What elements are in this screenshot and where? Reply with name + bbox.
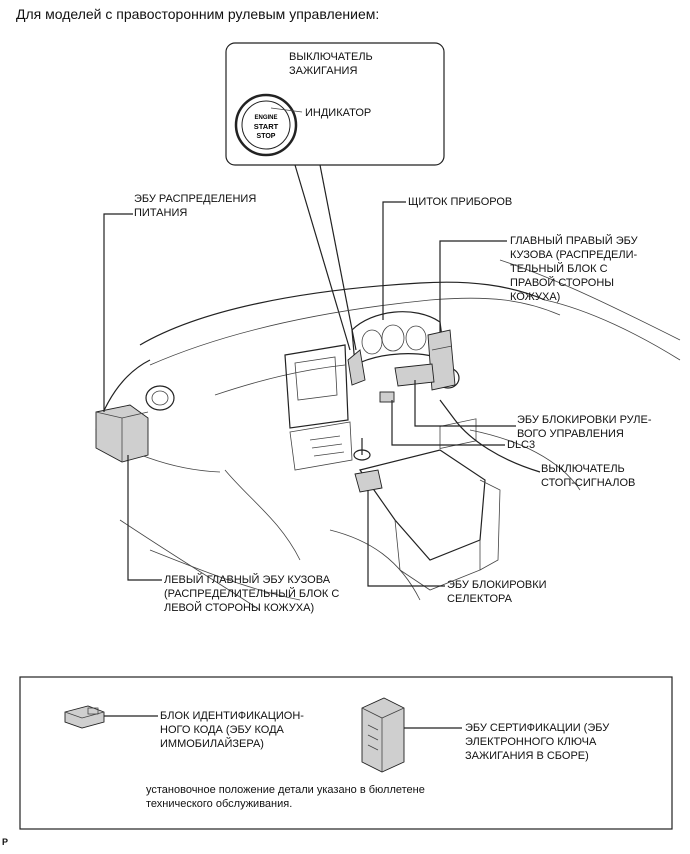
legend-label-id-code-box: БЛОК ИДЕНТИФИКАЦИОН- НОГО КОДА (ЭБУ КОДА… (160, 710, 304, 750)
label-dlc3: DLC3 (507, 439, 536, 451)
certification-ecu-icon (361, 697, 405, 773)
dashboard-illustration (95, 259, 681, 611)
indicator-leader (270, 107, 303, 113)
leader-instrument-panel (382, 201, 406, 320)
label-shift-lock-ecu: ЭБУ БЛОКИРОВКИ СЕЛЕКТОРА (447, 579, 547, 605)
leader-main-right-body-ecu (439, 240, 507, 332)
page-heading: Для моделей с правосторонним рулевым упр… (16, 6, 380, 22)
power-distribution-ecu-icon (95, 404, 149, 463)
page-code: P (2, 837, 9, 847)
label-left-main-body-ecu: ЛЕВЫЙ ГЛАВНЫЙ ЭБУ КУЗОВА (РАСПРЕДЕЛИТЕЛЬ… (164, 574, 340, 614)
shift-lock-ecu-icon (354, 469, 383, 493)
leader-stop-light-switch (439, 399, 541, 473)
id-code-box-icon (64, 705, 105, 729)
start-stop-button-icon: ENGINE START STOP (234, 93, 298, 157)
callout-pointer-right (319, 164, 357, 351)
steering-lock-ecu-icon (394, 363, 435, 387)
ignition-callout-box (225, 42, 445, 166)
label-power-dist-ecu: ЭБУ РАСПРЕДЕЛЕНИЯ ПИТАНИЯ (134, 193, 257, 219)
leader-steering-lock-ecu (414, 380, 516, 427)
button-text-engine: ENGINE (254, 115, 277, 121)
leader-power-dist-ecu (103, 213, 133, 412)
button-text-stop: STOP (257, 133, 276, 140)
label-main-right-body-ecu: ГЛАВНЫЙ ПРАВЫЙ ЭБУ КУЗОВА (РАСПРЕДЕЛИ- Т… (510, 235, 638, 303)
legend-box (19, 676, 673, 830)
dlc3-icon (379, 391, 395, 403)
legend-note: установочное положение детали указано в … (146, 784, 425, 810)
label-steering-lock-ecu: ЭБУ БЛОКИРОВКИ РУЛЕ- ВОГО УПРАВЛЕНИЯ (517, 414, 652, 440)
leader-left-main-body-ecu (127, 455, 162, 581)
callout-pointer-left (294, 164, 351, 351)
leader-dlc3 (391, 400, 505, 446)
label-indicator: ИНДИКАТОР (305, 107, 372, 119)
label-instrument-panel: ЩИТОК ПРИБОРОВ (408, 196, 513, 208)
legend-label-certification-ecu: ЭБУ СЕРТИФИКАЦИИ (ЭБУ ЭЛЕКТРОННОГО КЛЮЧА… (465, 722, 610, 762)
label-stop-light-switch: ВЫКЛЮЧАТЕЛЬ СТОП-СИГНАЛОВ (541, 463, 636, 489)
leader-shift-lock-ecu (367, 490, 445, 587)
button-text-start: START (254, 122, 279, 131)
label-ignition-switch: ВЫКЛЮЧАТЕЛЬ ЗАЖИГАНИЯ (289, 51, 373, 77)
